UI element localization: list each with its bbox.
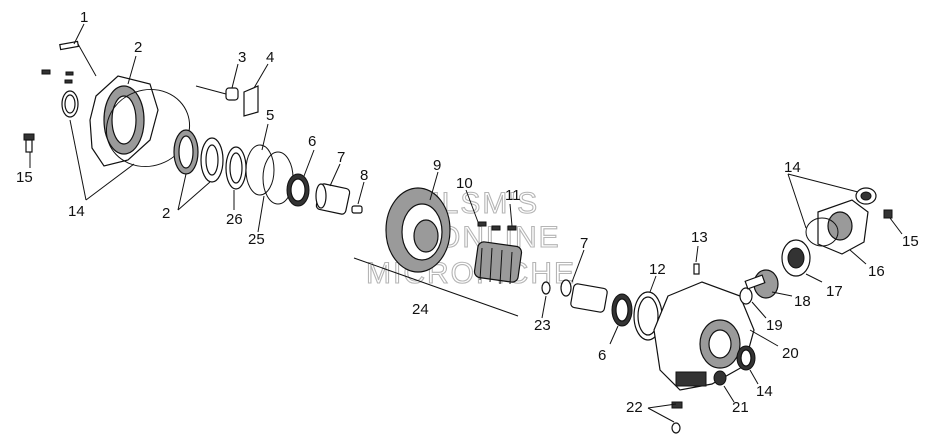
callout-24: 24 xyxy=(412,301,429,318)
callout-14-bottom: 14 xyxy=(756,383,773,400)
callout-2-bottom: 2 xyxy=(162,205,170,222)
part-rings-2 xyxy=(173,129,224,183)
callout-15-left: 15 xyxy=(16,169,33,186)
part-sleeve-7-right xyxy=(560,279,608,313)
part-seal-14-right xyxy=(855,187,877,205)
part-pin-13 xyxy=(693,263,700,275)
part-pin-8 xyxy=(351,205,363,214)
callout-8: 8 xyxy=(360,167,368,184)
part-o-ring-large xyxy=(105,89,191,167)
callout-10: 10 xyxy=(456,175,473,192)
leader-lines xyxy=(29,23,903,423)
part-ring-26 xyxy=(225,146,247,190)
part-ring-gear-9 xyxy=(385,187,451,273)
callout-13: 13 xyxy=(691,229,708,246)
part-bearing-6-left xyxy=(286,173,310,207)
part-bearing-6-right xyxy=(611,293,633,327)
callout-19: 19 xyxy=(766,317,783,334)
callout-26: 26 xyxy=(226,211,243,228)
callout-1: 1 xyxy=(80,9,88,26)
part-springs-11 xyxy=(477,221,517,231)
callout-14-left: 14 xyxy=(68,203,85,220)
part-cage-10 xyxy=(473,241,523,285)
part-plug-22 xyxy=(671,401,683,434)
part-ring-5-25 xyxy=(245,144,294,205)
callout-5: 5 xyxy=(266,107,274,124)
callout-14-right: 14 xyxy=(784,159,801,176)
callout-16: 16 xyxy=(868,263,885,280)
part-cover-2 xyxy=(61,75,159,167)
part-nut-21 xyxy=(713,370,727,386)
part-bracket-4 xyxy=(243,85,259,117)
part-small-pins xyxy=(41,69,74,84)
callout-22: 22 xyxy=(626,399,643,416)
part-bolt-15-left xyxy=(23,133,35,153)
callout-7-left: 7 xyxy=(337,149,345,166)
callout-2-top: 2 xyxy=(134,39,142,56)
part-washer-19 xyxy=(739,287,753,305)
callout-21: 21 xyxy=(732,399,749,416)
callout-12: 12 xyxy=(649,261,666,278)
part-cover-16 xyxy=(805,199,869,255)
part-seal-14-bottom xyxy=(736,345,756,371)
callout-7-right: 7 xyxy=(580,235,588,252)
callout-15-right: 15 xyxy=(902,233,919,250)
callout-23: 23 xyxy=(534,317,551,334)
callout-20: 20 xyxy=(782,345,799,362)
callout-25: 25 xyxy=(248,231,265,248)
part-clip-23 xyxy=(541,281,551,295)
part-bearing-17 xyxy=(781,239,811,277)
part-bolt-15-right xyxy=(883,209,893,219)
callout-4: 4 xyxy=(266,49,274,66)
callout-labels: 1 2 3 4 5 6 7 8 9 10 11 7 12 13 14 15 16… xyxy=(16,9,919,416)
part-housing-20 xyxy=(653,281,755,391)
part-pinion-18 xyxy=(744,269,779,299)
part-pin-1 xyxy=(59,40,97,77)
callout-17: 17 xyxy=(826,283,843,300)
callout-18: 18 xyxy=(794,293,811,310)
callout-9: 9 xyxy=(433,157,441,174)
callout-3: 3 xyxy=(238,49,246,66)
callout-6-right: 6 xyxy=(598,347,606,364)
callout-11: 11 xyxy=(505,187,521,204)
part-sleeve-7-left xyxy=(315,183,351,215)
part-spacer-3 xyxy=(225,87,239,101)
callout-6-left: 6 xyxy=(308,133,316,150)
